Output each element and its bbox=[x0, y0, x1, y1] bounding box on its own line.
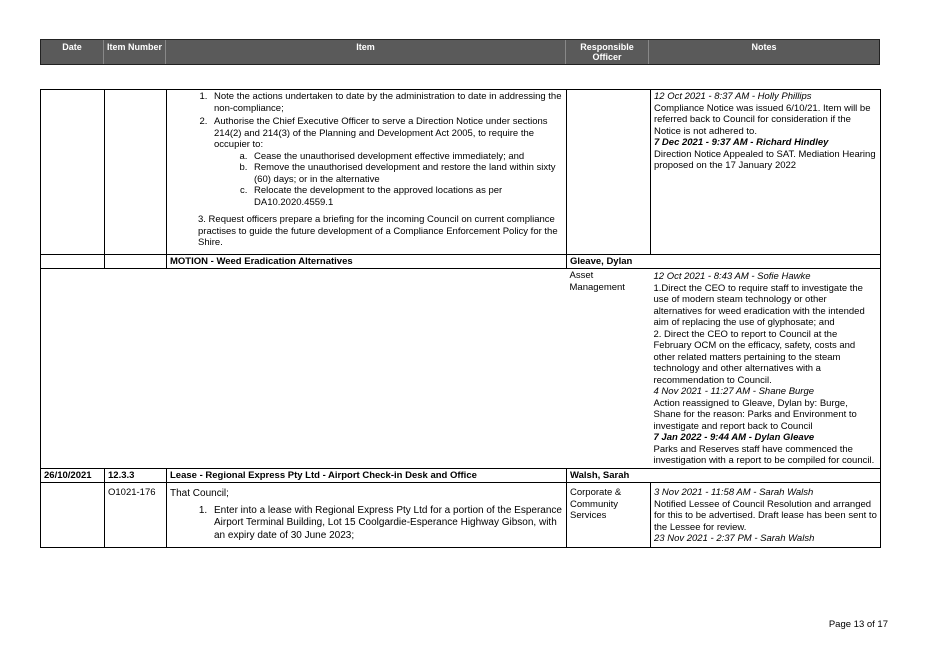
page-number: Page 13 of 17 bbox=[828, 619, 888, 630]
notes-cell: 12 Oct 2021 - 8:43 AM - Sofie Hawke 1.Di… bbox=[650, 268, 881, 469]
header-item: Item bbox=[166, 40, 566, 64]
list-item: Remove the unauthorised development and … bbox=[250, 162, 563, 185]
list-item: Enter into a lease with Regional Express… bbox=[210, 505, 563, 543]
action-3: 3. Request officers prepare a briefing f… bbox=[198, 214, 558, 248]
table-row: 26/10/2021 12.3.3 Lease - Regional Expre… bbox=[40, 468, 881, 483]
note-meta: 3 Nov 2021 - 11:58 AM - Sarah Walsh bbox=[654, 487, 814, 498]
table-row: Asset Management 12 Oct 2021 - 8:43 AM -… bbox=[40, 268, 881, 469]
department: Asset Management bbox=[566, 268, 651, 469]
note-text: 2. Direct the CEO to report to Council a… bbox=[653, 328, 856, 386]
note-meta: 12 Oct 2021 - 8:37 AM - Holly Phillips bbox=[654, 91, 812, 102]
actions-list: Enter into a lease with Regional Express… bbox=[170, 505, 563, 543]
department: Corporate & Community Services bbox=[566, 482, 651, 548]
note-meta: 12 Oct 2021 - 8:43 AM - Sofie Hawke bbox=[653, 271, 811, 282]
item-cell: Note the actions undertaken to date by t… bbox=[166, 89, 567, 255]
actions-table: Note the actions undertaken to date by t… bbox=[40, 89, 881, 548]
note-meta: 4 Nov 2021 - 11:27 AM - Shane Burge bbox=[653, 386, 815, 397]
header-item-number: Item Number bbox=[104, 40, 166, 64]
note-meta: 23 Nov 2021 - 2:37 PM - Sarah Walsh bbox=[654, 533, 815, 544]
actions-list: Note the actions undertaken to date by t… bbox=[170, 91, 563, 208]
note-text: Action reassigned to Gleave, Dylan by: B… bbox=[653, 397, 857, 432]
notes-cell: 12 Oct 2021 - 8:37 AM - Holly Phillips C… bbox=[650, 89, 881, 255]
item-date: 26/10/2021 bbox=[40, 468, 105, 483]
header-date: Date bbox=[41, 40, 104, 64]
reference-number: O1021-176 bbox=[104, 482, 167, 548]
table-row: O1021-176 That Council; Enter into a lea… bbox=[40, 482, 881, 548]
item-title: Lease - Regional Express Pty Ltd - Airpo… bbox=[166, 468, 567, 483]
note-meta: 7 Dec 2021 - 9:37 AM - Richard Hindley bbox=[654, 137, 829, 148]
item-title: MOTION - Weed Eradication Alternatives bbox=[166, 254, 567, 269]
header-notes: Notes bbox=[751, 42, 777, 52]
note-meta: 7 Jan 2022 - 9:44 AM - Dylan Gleave bbox=[653, 432, 815, 443]
responsible-officer: Walsh, Sarah bbox=[566, 468, 881, 483]
table-row: MOTION - Weed Eradication Alternatives G… bbox=[40, 254, 881, 269]
resolution-intro: That Council; bbox=[170, 488, 229, 499]
note-text: Parks and Reserves staff have commenced … bbox=[653, 443, 875, 467]
note-text: 1.Direct the CEO to require staff to inv… bbox=[653, 282, 865, 329]
list-item: Cease the unauthorised development effec… bbox=[250, 151, 563, 163]
item-number: 12.3.3 bbox=[104, 468, 167, 483]
header-responsible-officer: Responsible Officer bbox=[566, 40, 649, 64]
table-row: Note the actions undertaken to date by t… bbox=[40, 89, 881, 255]
list-item: Note the actions undertaken to date by t… bbox=[210, 91, 563, 114]
note-text: Notified Lessee of Council Resolution an… bbox=[654, 498, 877, 533]
table-header: Date Item Number Item Responsible Office… bbox=[40, 39, 880, 65]
notes-cell: 3 Nov 2021 - 11:58 AM - Sarah Walsh Noti… bbox=[650, 482, 881, 548]
list-item: Authorise the Chief Executive Officer to… bbox=[210, 116, 563, 208]
note-text: Direction Notice Appealed to SAT. Mediat… bbox=[654, 148, 876, 172]
note-text: Compliance Notice was issued 6/10/21. It… bbox=[654, 102, 871, 137]
list-item: Relocate the development to the approved… bbox=[250, 185, 563, 208]
item-cell: That Council; Enter into a lease with Re… bbox=[166, 482, 567, 548]
responsible-officer: Gleave, Dylan bbox=[566, 254, 881, 269]
subactions-list: Cease the unauthorised development effec… bbox=[214, 151, 563, 209]
